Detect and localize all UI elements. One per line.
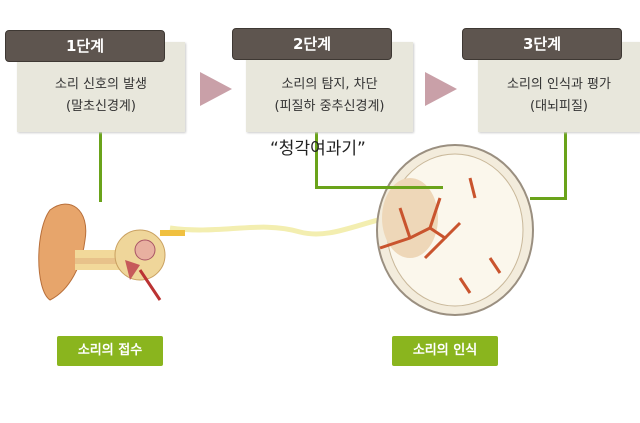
stage-1-line1: 소리 신호의 발생 <box>55 77 147 92</box>
sound-recognition-button[interactable]: 소리의 인식 <box>392 336 498 366</box>
ear-illustration <box>38 203 185 301</box>
connector-line-3b <box>530 197 567 200</box>
brain-illustration <box>376 144 534 316</box>
connector-line-2b <box>315 186 443 189</box>
sound-reception-button[interactable]: 소리의 접수 <box>57 336 163 366</box>
arrow-2 <box>425 72 457 106</box>
arrow-1 <box>200 72 232 106</box>
stage-2-header: 2단계 <box>232 28 392 60</box>
connector-line-1 <box>99 132 102 202</box>
connector-line-2 <box>315 132 318 188</box>
stage-2-line2: (피질하 중추신경계) <box>274 99 385 114</box>
connector-line-3 <box>564 132 567 199</box>
stage-3-line2: (대뇌피질) <box>530 99 588 114</box>
stage-3-header: 3단계 <box>462 28 622 60</box>
stage-1-header: 1단계 <box>5 30 165 62</box>
auditory-filter-label: “청각여과기” <box>270 139 366 159</box>
stage-3-line1: 소리의 인식과 평가 <box>507 77 611 92</box>
stage-1-line2: (말초신경계) <box>66 99 136 114</box>
stage-2-line1: 소리의 탐지, 차단 <box>281 77 378 92</box>
